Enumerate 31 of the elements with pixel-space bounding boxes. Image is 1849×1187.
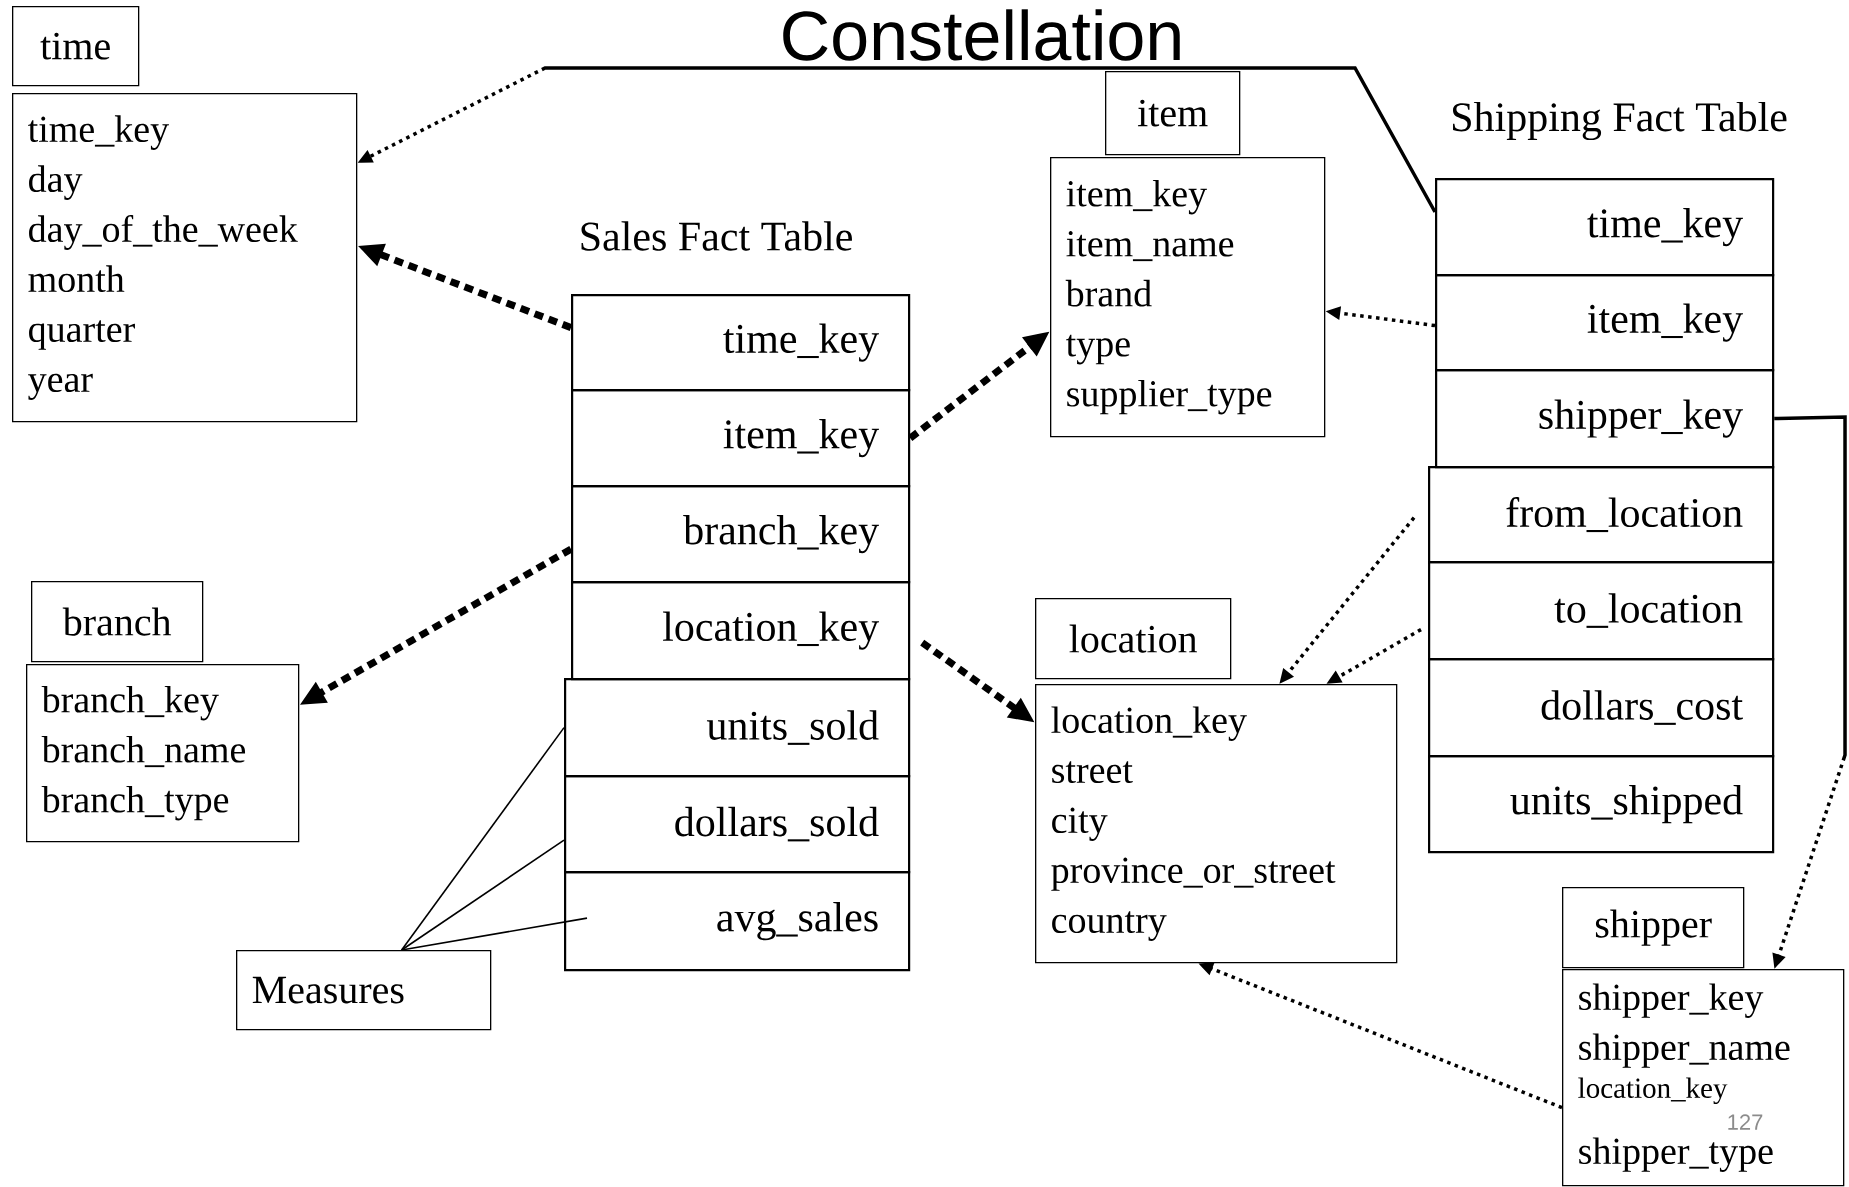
table-row: dollars_cost [1428, 658, 1775, 758]
table-name-box: location [1035, 598, 1232, 680]
table-row: dollars_sold [564, 775, 911, 874]
attribute-box: time_key day day_of_the_week month quarter year [12, 93, 358, 423]
table-row: units_sold [564, 678, 911, 778]
table-row: time_key [1435, 178, 1775, 277]
measures-box: Measures [236, 950, 492, 1031]
connector-line [400, 917, 588, 951]
attribute-box: item_key item_name brand type supplier_type [1050, 157, 1326, 438]
table-row: time_key [571, 294, 911, 392]
table-row: units_shipped [1428, 755, 1775, 854]
table-name-box: shipper [1562, 887, 1745, 969]
table-name-box: branch [31, 581, 204, 663]
attribute-box: branch_key branch_name branch_type [26, 664, 300, 843]
table-heading: Shipping Fact Table [1453, 101, 1787, 141]
table-row: avg_sales [564, 871, 911, 972]
table-row: item_key [1435, 274, 1775, 372]
table-row: from_location [1428, 466, 1775, 564]
table-row: location_key [571, 581, 911, 681]
table-name-box: item [1105, 71, 1241, 156]
table-row: branch_key [571, 485, 911, 584]
connector-line [400, 726, 565, 951]
table-name-box: time [12, 6, 140, 87]
table-row: item_key [571, 389, 911, 488]
connector-line [400, 839, 565, 951]
page-number: 127 [1728, 1114, 1763, 1130]
attribute-box: location_key street city province_or_street country [1035, 684, 1398, 964]
table-row: to_location [1428, 561, 1775, 661]
table-heading: Sales Fact Table [581, 221, 852, 251]
table-row: shipper_key [1435, 369, 1775, 469]
slide-title: Constellation [783, 9, 1180, 61]
